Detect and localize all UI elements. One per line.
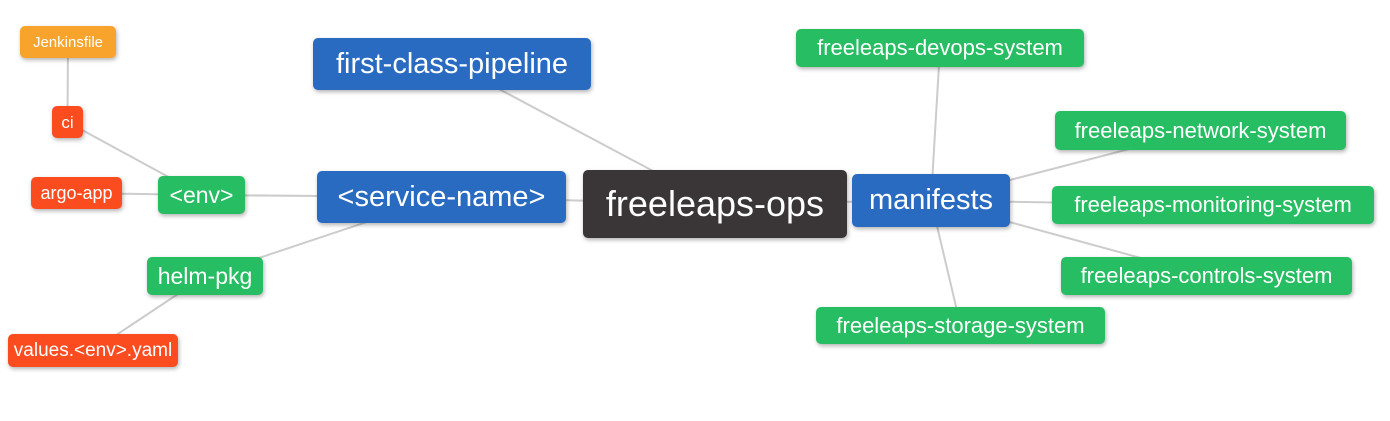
node-values-env-yaml[interactable]: values.<env>.yaml xyxy=(8,334,178,367)
node-freeleaps-ops[interactable]: freeleaps-ops xyxy=(583,170,847,238)
node-manifests[interactable]: manifests xyxy=(852,174,1010,227)
node-jenkinsfile[interactable]: Jenkinsfile xyxy=(20,26,116,58)
node-helm-pkg[interactable]: helm-pkg xyxy=(147,257,263,295)
node-devops-system[interactable]: freeleaps-devops-system xyxy=(796,29,1084,67)
node-storage-system[interactable]: freeleaps-storage-system xyxy=(816,307,1105,344)
node-ci[interactable]: ci xyxy=(52,106,83,138)
node-first-class-pipeline[interactable]: first-class-pipeline xyxy=(313,38,591,90)
node-env[interactable]: <env> xyxy=(158,176,245,214)
node-monitoring-system[interactable]: freeleaps-monitoring-system xyxy=(1052,186,1374,224)
node-network-system[interactable]: freeleaps-network-system xyxy=(1055,111,1346,150)
node-service-name[interactable]: <service-name> xyxy=(317,171,566,223)
node-controls-system[interactable]: freeleaps-controls-system xyxy=(1061,257,1352,295)
node-argo-app[interactable]: argo-app xyxy=(31,177,122,209)
